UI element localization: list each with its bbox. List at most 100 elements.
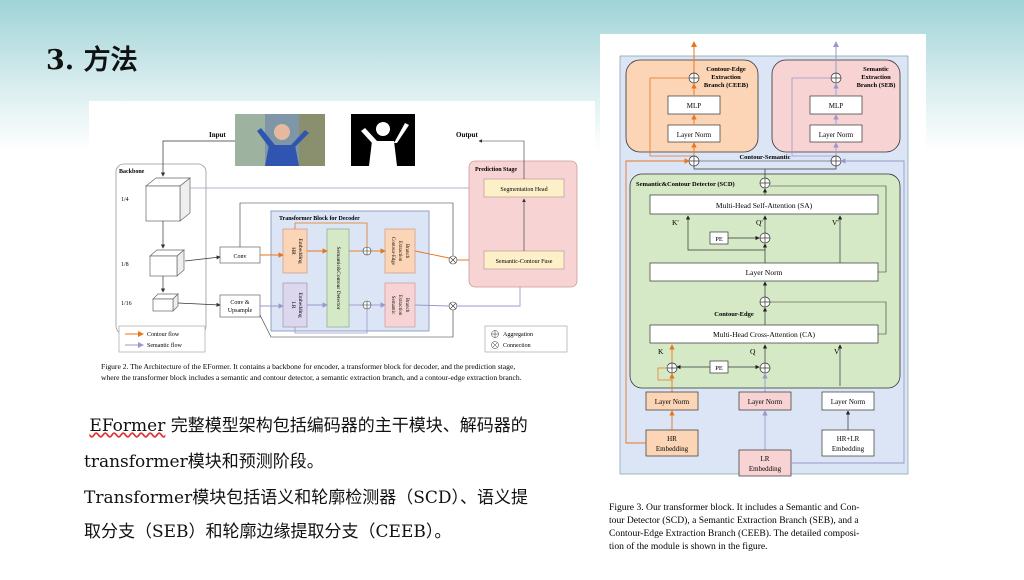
figure-3-caption-line-1: Figure 3. Our transformer block. It incl… (609, 502, 859, 513)
v-prime-label: V' (832, 218, 839, 227)
scale-1-8: 1/8 (121, 262, 129, 268)
ceeb-label-1: Contour-Edge (390, 237, 395, 266)
pe-label-cross: PE (715, 365, 723, 372)
hrlr-layer-norm-label: Layer Norm (831, 398, 866, 406)
node-legend: Aggregation Connection (484, 325, 568, 353)
seb-label-2: Extraction (397, 295, 402, 316)
ceeb-label-3: Branch (404, 244, 409, 259)
paragraph-2-line-1: Transformer模块包括语义和轮廓检测器（SCD）、语义提 (84, 488, 529, 508)
backbone-label: Backbone (119, 169, 145, 175)
conv-upsample-label-1: Conv & (230, 300, 250, 306)
output-matte (351, 114, 415, 166)
lr-embedding-label-2: Embedding (297, 292, 303, 318)
v-label: V (834, 347, 840, 356)
ceeb-title-3: Branch (CEEB) (704, 82, 748, 89)
scd-label: Semantic&Contour Detector (335, 246, 341, 309)
hr-embedding-block (282, 228, 308, 274)
input-label: Input (209, 131, 226, 139)
contour-semantic-label: Contour-Semantic (739, 154, 790, 161)
backbone-cube-1-16 (152, 293, 179, 312)
backbone-cube-1-4 (145, 177, 191, 222)
scd-layer-norm-label: Layer Norm (746, 268, 783, 277)
figure-2-architecture: Input Output Backbone 1/4 1/8 1/16 Conv … (89, 101, 595, 388)
seb-mlp-label: MLP (829, 102, 844, 110)
flow-legend: Contour flow Semantic flow (118, 325, 206, 353)
ceeb-block (384, 228, 416, 274)
lr-embedding (738, 449, 792, 477)
semantic-aggregation-node (830, 155, 842, 167)
figure-2-caption-line-1: Figure 2. The Architecture of the EForme… (101, 362, 515, 371)
prediction-stage-label: Prediction Stage (475, 167, 517, 173)
hrlr-embedding (821, 429, 875, 457)
segmentation-head-label: Segmentation Head (500, 187, 547, 193)
figure-3-caption-line-3: Contour-Edge Extraction Branch (CEEB). T… (609, 528, 859, 539)
figure-3-caption-line-4: tion of the module is shown in the figur… (609, 541, 768, 552)
contour-edge-aggregation (759, 296, 771, 308)
seb-title-3: Branch (SEB) (857, 82, 896, 89)
paragraph-1-line-2: transformer模块和预测阶段。 (84, 452, 324, 472)
paragraph-1-text: 完整模型架构包括编码器的主干模块、解码器的 (165, 416, 528, 436)
lr-layer-norm-label: Layer Norm (748, 398, 783, 406)
backbone-cube-1-8 (149, 249, 185, 277)
seb-output-aggregation (830, 72, 842, 84)
mhsa-label: Multi-Head Self-Attention (SA) (716, 201, 813, 210)
scd-block (326, 228, 350, 328)
mhca-label: Multi-Head Cross-Attention (CA) (713, 330, 816, 339)
output-label: Output (456, 131, 478, 139)
contour-edge-label: Contour-Edge (714, 311, 754, 318)
hr-embedding-label-2: Embedding (297, 238, 303, 264)
seb-title-2: Extraction (861, 74, 891, 81)
legend-aggregation: Aggregation (503, 332, 533, 338)
scale-1-4: 1/4 (121, 197, 129, 203)
ceeb-title-2: Extraction (711, 74, 741, 81)
paragraph-1-line-1: EFormer 完整模型架构包括编码器的主干模块、解码器的 (84, 416, 584, 436)
eformer-term: EFormer (89, 416, 166, 436)
conv-upsample-label-2: Upsample (228, 308, 253, 314)
ceeb-layer-norm-label: Layer Norm (677, 131, 712, 139)
slide-title: 3. 方法 (46, 45, 138, 76)
ceeb-title-1: Contour-Edge (706, 66, 746, 73)
paragraph-2-line-2: 取分支（SEB）和轮廓边缘提取分支（CEEB）。 (84, 522, 452, 542)
seb-label-3: Branch (404, 298, 409, 313)
seb-label-1: Semantic (390, 296, 395, 315)
hrlr-layer-norm (821, 391, 875, 411)
aggregation-node-semantic (362, 300, 372, 310)
figure-2-caption-line-2: where the transformer block includes a s… (101, 373, 522, 382)
connection-node-semantic (448, 301, 458, 311)
hr-layer-norm (645, 391, 699, 411)
lr-layer-norm (738, 391, 792, 411)
conv-label: Conv (233, 254, 246, 260)
hrlr-embedding-label-1: HR+LR (837, 435, 860, 443)
figure-3-transformer-block: Contour-Edge Extraction Branch (CEEB) ML… (600, 34, 926, 562)
k-aggregation (666, 362, 678, 374)
figure-3-diagram: Contour-Edge Extraction Branch (CEEB) ML… (609, 41, 909, 552)
figure-3-caption-line-2: tour Detector (SCD), a Semantic Extracti… (609, 515, 859, 526)
legend-semantic-flow: Semantic flow (147, 342, 182, 349)
mhsa-block (649, 194, 879, 215)
seb-layer-norm-label: Layer Norm (819, 131, 854, 139)
contour-aggregation-node (688, 155, 700, 167)
seb-title-1: Semantic (863, 66, 889, 73)
transformer-block-label: Transformer Block for Decoder (279, 216, 360, 222)
ceeb-label-2: Extraction (397, 241, 402, 262)
legend-contour-flow: Contour flow (147, 331, 180, 338)
scale-1-16: 1/16 (121, 301, 132, 307)
lr-embedding-label-1: LR (761, 455, 770, 463)
q-label: Q (750, 347, 756, 356)
input-image (235, 114, 325, 166)
connection-node-contour (448, 255, 458, 265)
hr-embedding (645, 429, 699, 457)
pe-label-self: PE (715, 236, 723, 243)
hrlr-embedding-label-2: Embedding (832, 445, 865, 453)
ceeb-output-aggregation (688, 72, 700, 84)
hr-layer-norm-label: Layer Norm (655, 398, 690, 406)
ceeb-mlp-label: MLP (687, 102, 702, 110)
q-prime-label: Q' (756, 218, 763, 227)
hr-embedding-label-1: HR (667, 435, 677, 443)
hr-embedding-label-2: Embedding (656, 445, 689, 453)
hr-embedding-label-1: HR (290, 247, 296, 255)
lr-embedding-label-2: Embedding (749, 465, 782, 473)
legend-connection: Connection (503, 343, 531, 349)
pe-self-aggregation (759, 232, 771, 244)
seb-block (384, 282, 416, 328)
